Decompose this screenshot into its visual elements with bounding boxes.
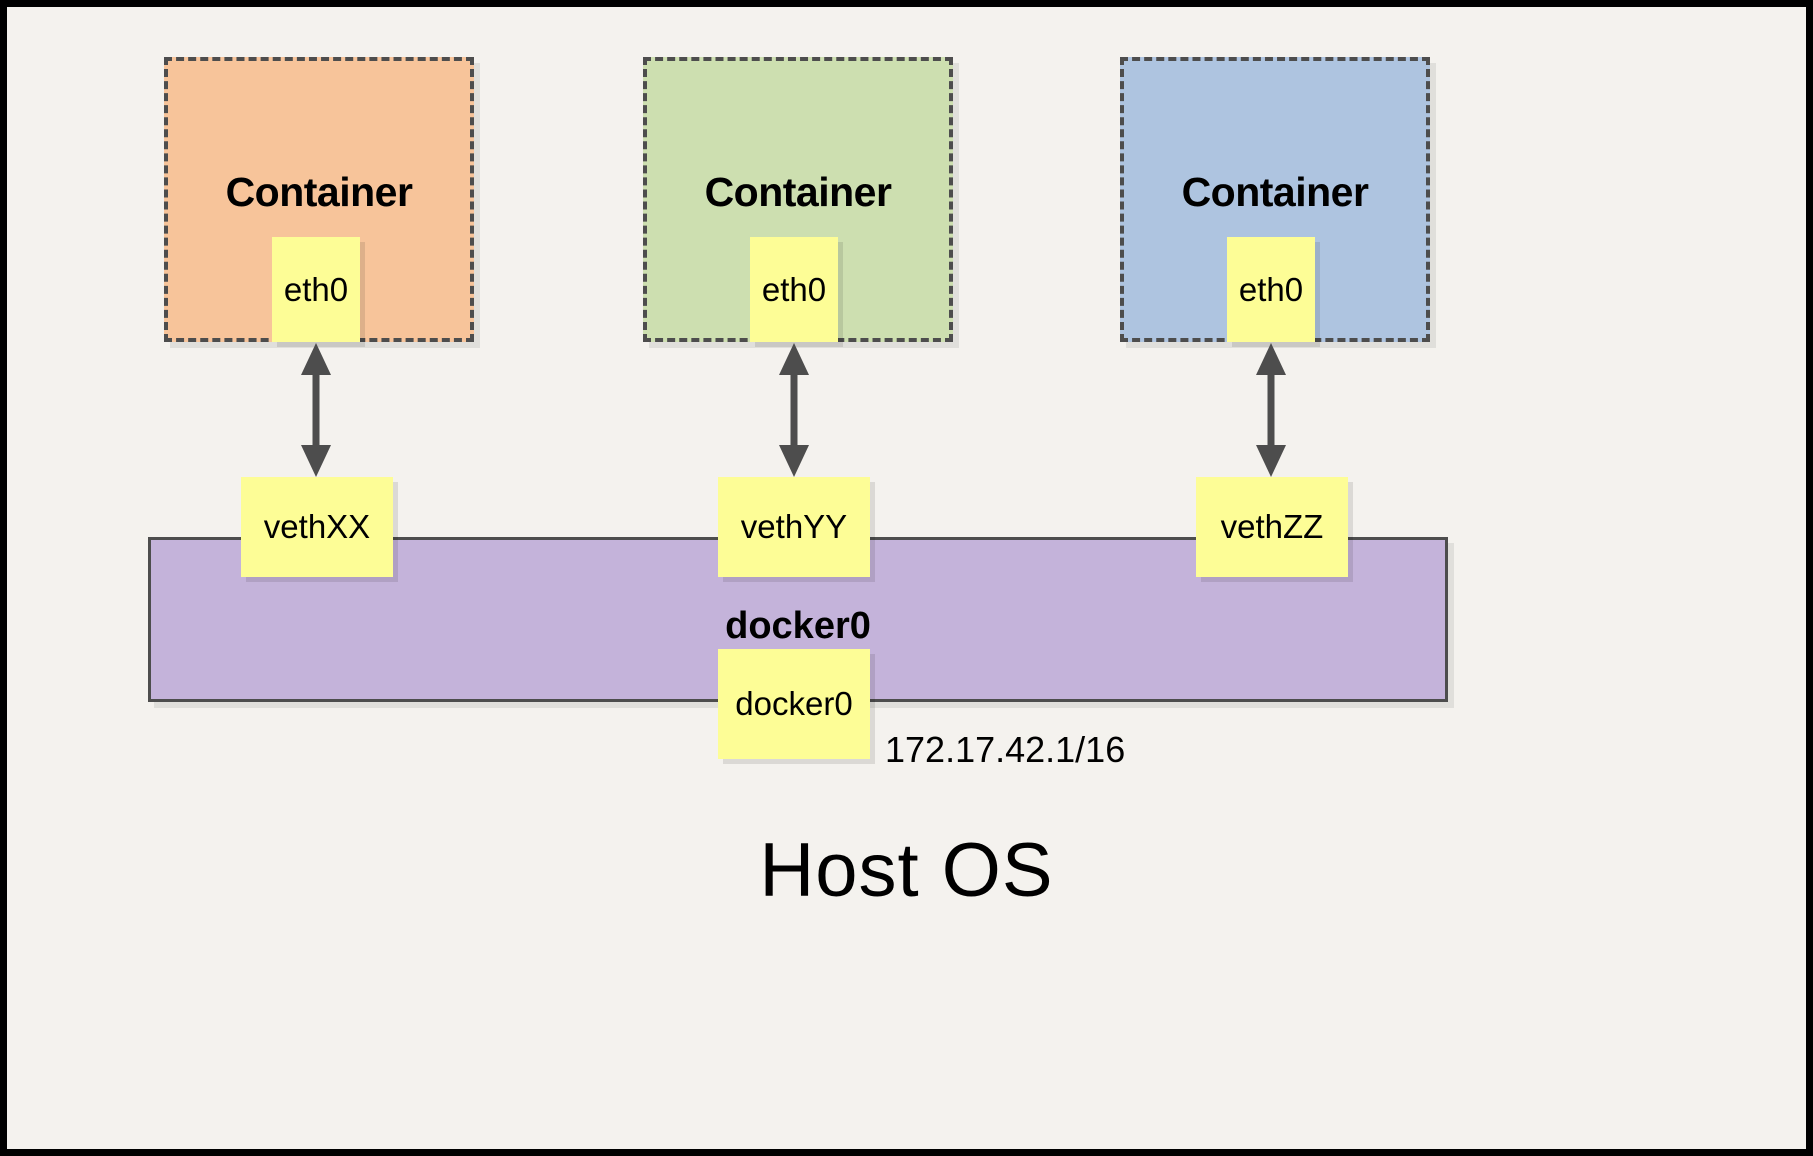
- container-title-1: Container: [225, 169, 413, 215]
- eth0-box-3: eth0: [1227, 237, 1315, 342]
- docker0-bar-label: docker0: [725, 605, 871, 647]
- veth-box-2: vethYY: [718, 477, 870, 577]
- bridge-ip-label: 172.17.42.1/16: [885, 729, 1126, 770]
- host-os-title: Host OS: [759, 828, 1054, 913]
- veth-box-3: vethZZ: [1196, 477, 1348, 577]
- veth-arrow-2: [779, 343, 809, 477]
- veth-box-1: vethXX: [241, 477, 393, 577]
- docker0-port-box: docker0: [718, 649, 870, 759]
- eth0-box-1: eth0: [272, 237, 360, 342]
- eth0-box-2: eth0: [750, 237, 838, 342]
- veth-arrow-3: [1256, 343, 1286, 477]
- container-title-3: Container: [1181, 169, 1369, 215]
- veth-arrow-1: [301, 343, 331, 477]
- container-title-2: Container: [704, 169, 892, 215]
